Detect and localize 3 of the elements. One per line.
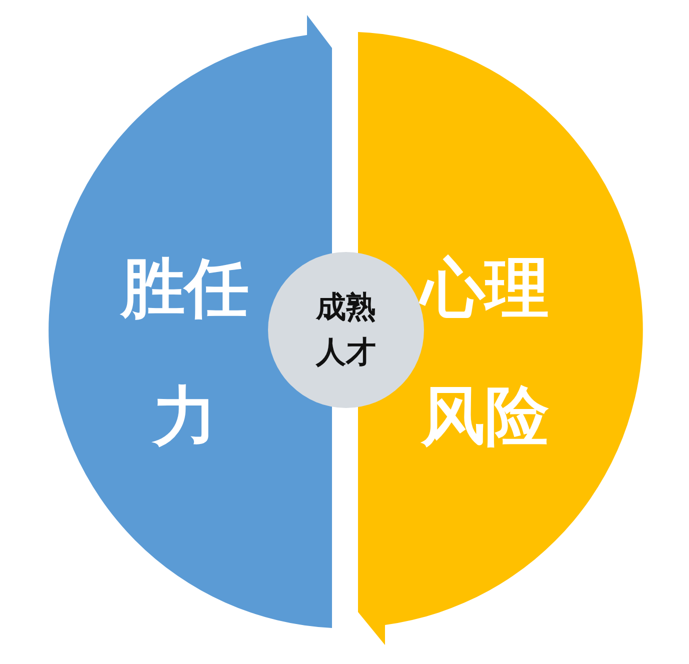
node-label: 胜任力	[119, 251, 250, 456]
node-label: 心理风险	[405, 225, 565, 481]
node-label: 成熟人才	[314, 289, 377, 372]
